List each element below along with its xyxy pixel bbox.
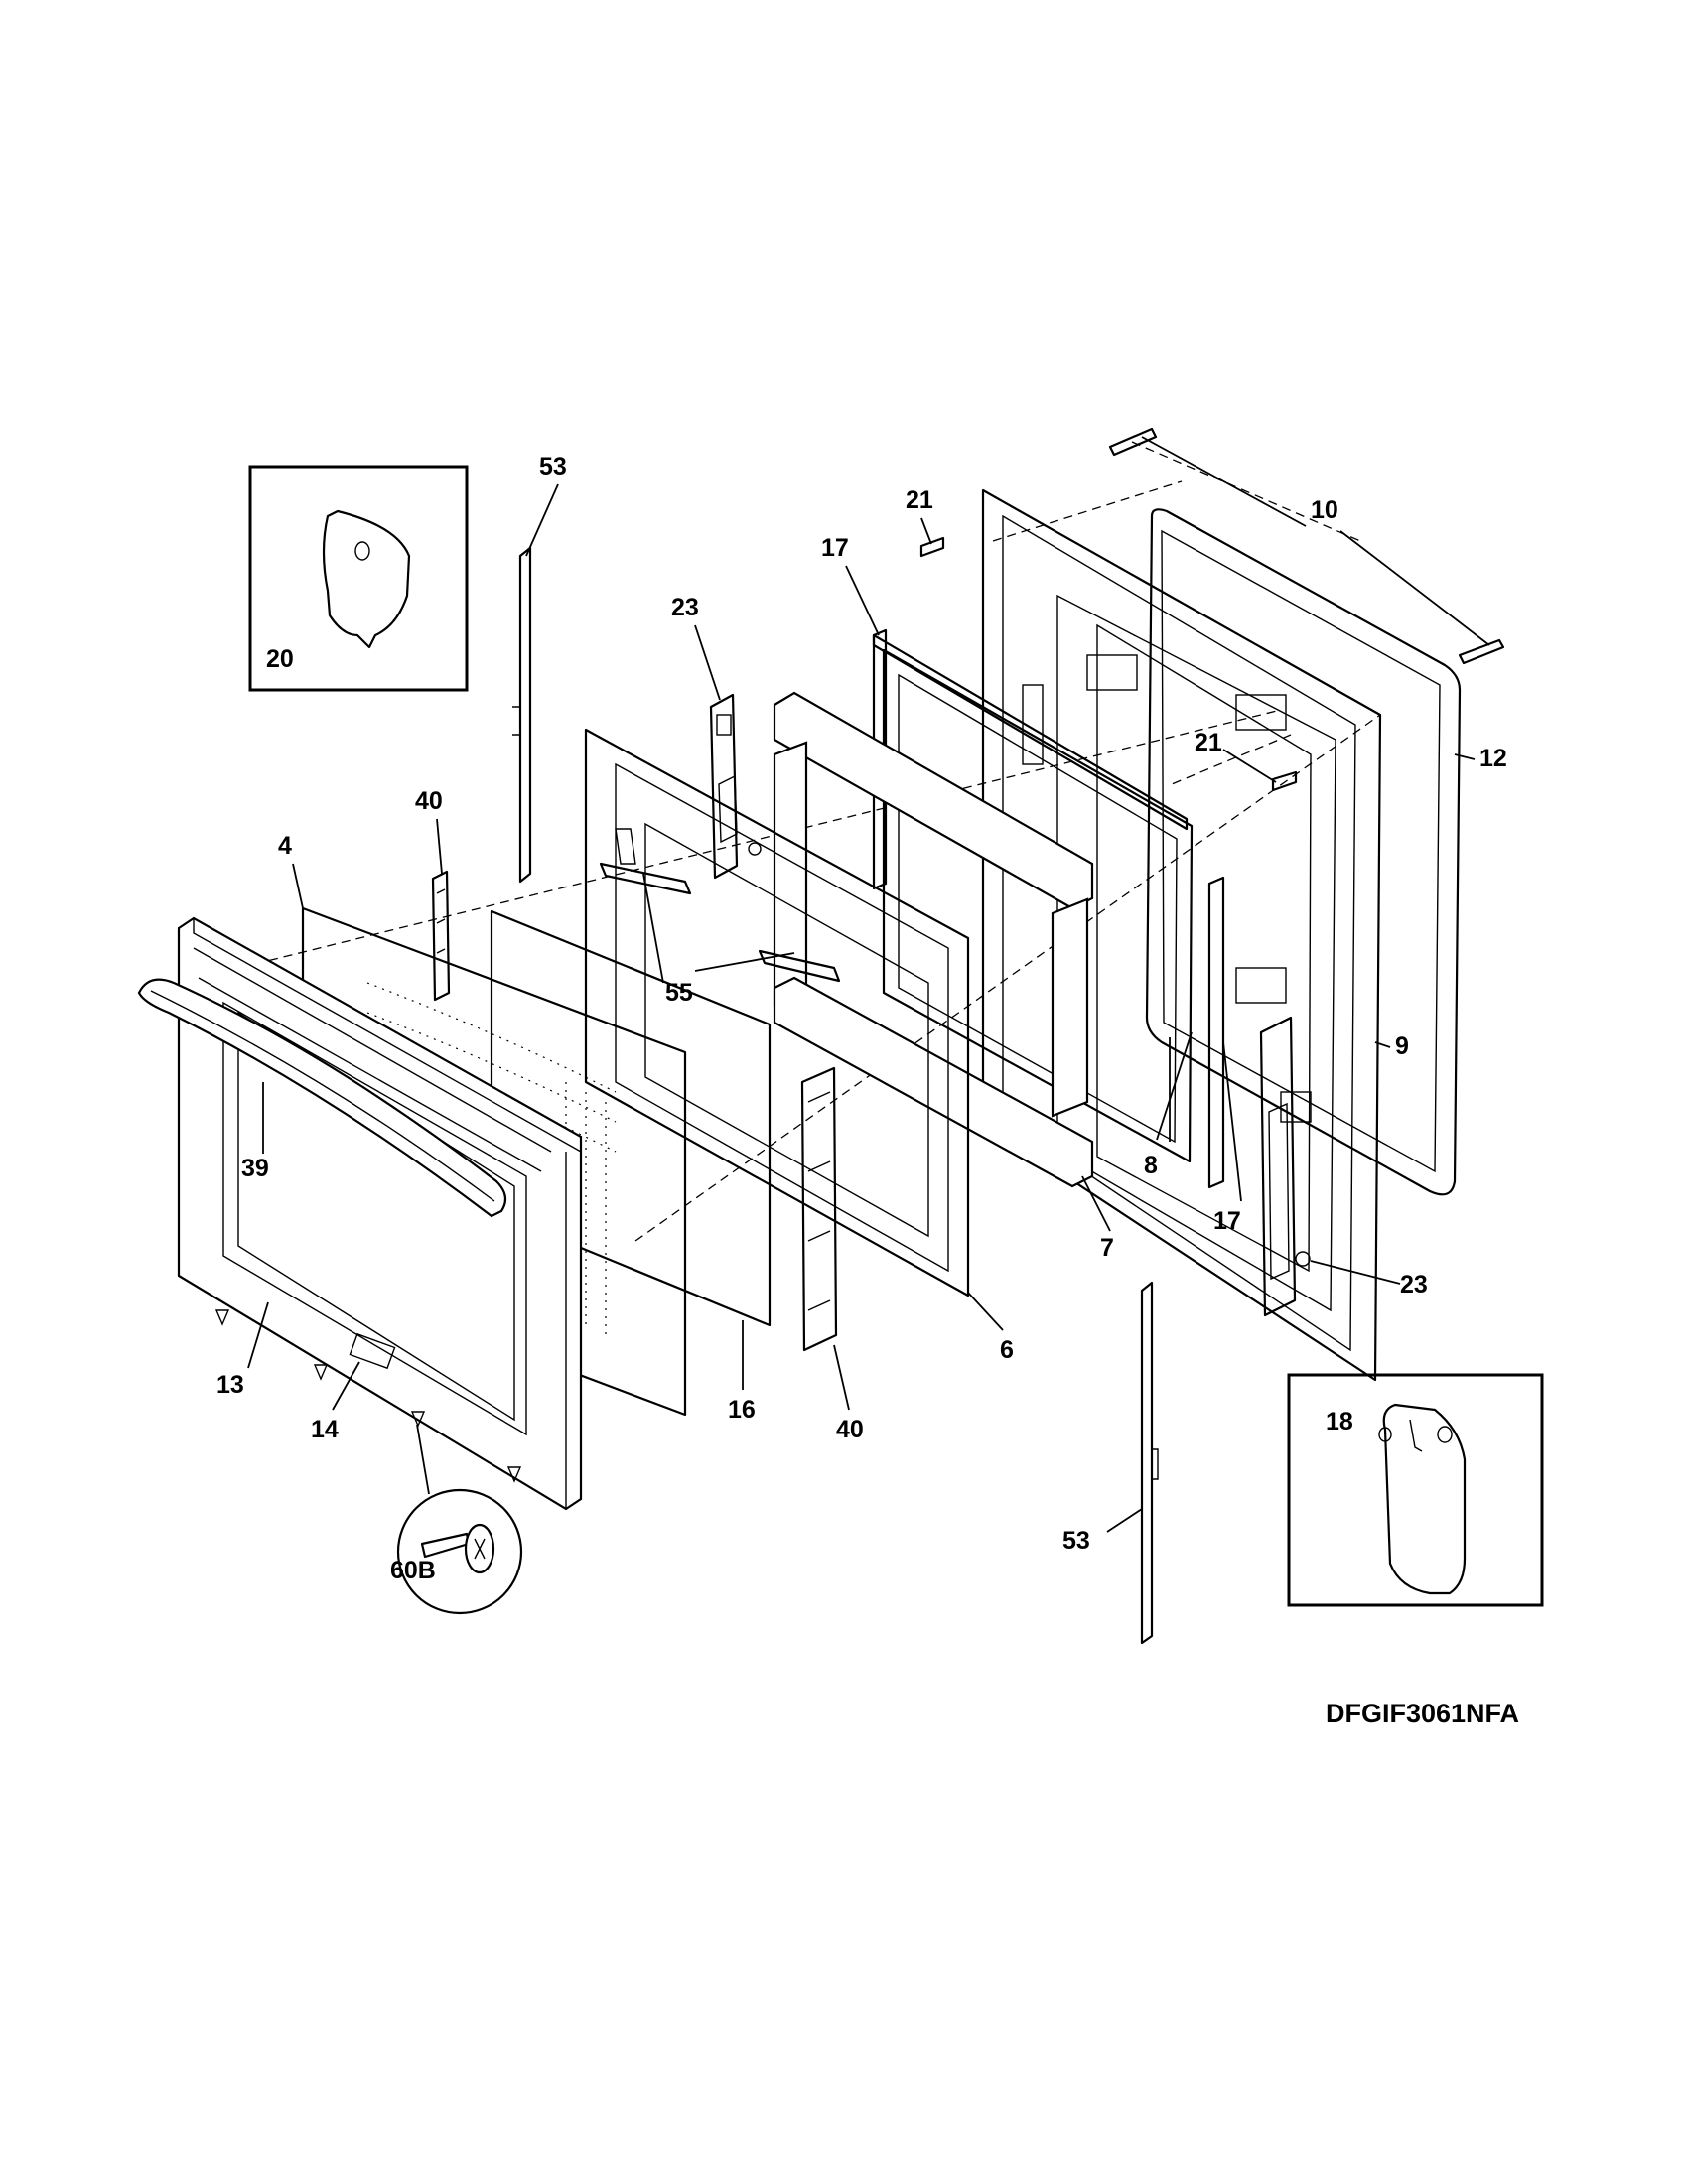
label-21-mid: 21 [1195,729,1222,756]
clip-part-21-top [919,536,945,558]
callout-circle-60b [396,1488,523,1615]
leader-lines [247,436,1490,1533]
label-60B: 60B [390,1557,436,1584]
alignment-lines [138,441,1381,1242]
label-7: 7 [1100,1234,1114,1262]
callout-60b [396,1424,523,1615]
clip-part-21-mid [1271,770,1298,792]
label-12: 12 [1479,745,1507,772]
label-17-bot: 17 [1213,1207,1241,1235]
hinge-receiver-part-40-bottom [800,1066,838,1352]
bracket-part-20 [322,509,411,649]
clips-part-21 [919,536,1298,792]
label-23-top: 23 [671,594,699,621]
bracket-part-18 [1382,1403,1467,1595]
outer-door-panel-part-13 [177,916,583,1511]
label-21-top: 21 [906,486,933,514]
insulation-part-7 [773,691,1094,1188]
screw-part-10-right [1458,638,1505,665]
label-4: 4 [278,832,292,860]
label-8: 8 [1144,1152,1158,1179]
hinge-part-23-bottom [1259,1016,1311,1317]
label-16: 16 [728,1396,756,1424]
inset-box-part-18 [1287,1373,1544,1607]
door-screws [214,1309,522,1483]
label-53-top: 53 [539,453,567,480]
screws-part-10 [1108,427,1505,665]
screw-part-10-top [1108,427,1158,457]
label-23-bot: 23 [1400,1271,1428,1298]
trim-strip-part-53-top [512,546,532,884]
label-13: 13 [216,1371,244,1399]
inset-box-part-20 [248,465,469,692]
label-10: 10 [1311,496,1338,524]
hinge-part-23-top [709,693,762,880]
label-55: 55 [665,979,693,1007]
label-6: 6 [1000,1336,1014,1364]
door-liner-part-6 [584,728,970,1297]
label-53-bot: 53 [1062,1527,1090,1555]
label-18: 18 [1326,1408,1353,1435]
door-gasket-part-12 [1145,508,1462,1196]
label-40-bot: 40 [836,1416,864,1443]
label-9: 9 [1395,1032,1409,1060]
part-labels: 53 21 17 10 23 20 21 12 40 4 55 9 39 8 7… [216,453,1507,1584]
model-code: DFGIF3061NFA [1326,1699,1519,1728]
label-14: 14 [311,1416,339,1443]
door-handle-part-39 [137,978,507,1218]
hinge-receiver-part-40-top [431,870,451,1002]
glass-panes-part-8 [882,648,1194,1163]
label-40-top: 40 [415,787,443,815]
window-frame-part-17 [872,628,1225,1189]
inner-door-frame-part-9 [981,488,1382,1382]
label-20: 20 [266,645,294,673]
trim-strip-part-53-bottom [1140,1281,1159,1645]
label-17-top: 17 [821,534,849,562]
label-39: 39 [241,1155,269,1182]
